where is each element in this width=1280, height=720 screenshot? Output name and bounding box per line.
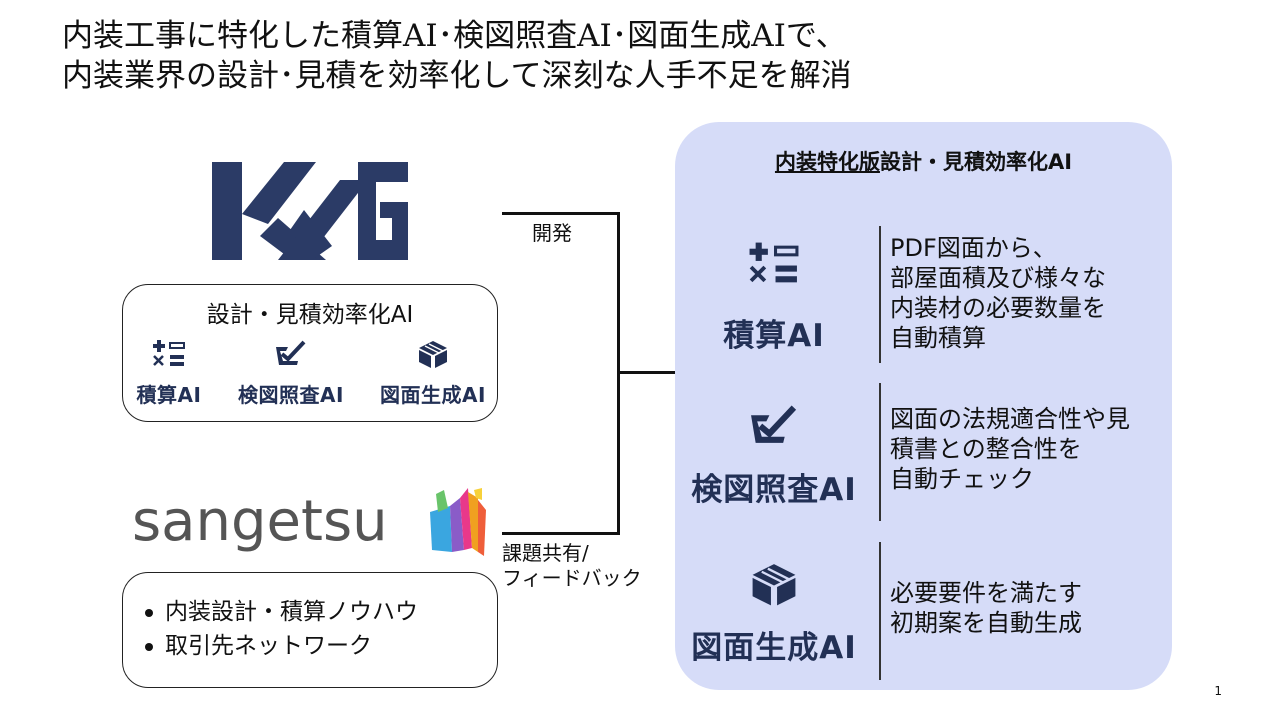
kkg-product-label: 検図照査AI — [238, 383, 344, 407]
kkg-logo — [212, 162, 408, 260]
row-divider — [879, 542, 881, 680]
desc-line: 図面の法規適合性や見 — [890, 405, 1130, 433]
connector-label-develop: 開発 — [532, 221, 572, 245]
cube-icon — [419, 341, 447, 368]
connector-label-feedback-1: 課題共有/ — [502, 541, 589, 565]
panel-row-label: 検図照査AI — [691, 472, 857, 508]
page-number: 1 — [1214, 684, 1222, 698]
panel-title-underlined: 内装特化版 — [774, 150, 880, 174]
panel-title: 内装特化版設計・見積効率化AI — [675, 146, 1172, 176]
check-box-icon — [276, 340, 306, 365]
desc-line: 部屋面積及び様々な — [890, 264, 1106, 292]
row-divider — [879, 383, 881, 521]
sangetsu-bullet-list: 内装設計・積算ノウハウ 取引先ネットワーク — [137, 595, 418, 663]
calculator-icon — [749, 242, 799, 283]
desc-line: 積書との整合性を — [890, 435, 1082, 463]
desc-line: 初期案を自動生成 — [890, 609, 1082, 637]
panel-row-desc-checking: 図面の法規適合性や見 積書との整合性を 自動チェック — [890, 404, 1130, 494]
panel-title-rest: 設計・見積効率化AI — [879, 150, 1073, 174]
cube-icon — [752, 564, 796, 606]
kkg-product-label: 積算AI — [136, 383, 202, 407]
kkg-product-estimation: 積算AI — [129, 339, 209, 408]
panel-row-label: 積算AI — [723, 318, 825, 354]
title-line-2: 内装業界の設計･見積を効率化して深刻な人手不足を解消 — [62, 58, 852, 94]
list-item: 内装設計・積算ノウハウ — [137, 595, 418, 629]
title-line-1: 内装工事に特化した積算AI･検図照査AI･図面生成AIで、 — [62, 18, 847, 54]
panel-row-checking: 検図照査AI — [684, 402, 864, 509]
kkg-box: 設計・見積効率化AI 積算AI 検図照査AI 図面生成AI — [122, 284, 498, 422]
ai-feature-panel: 内装特化版設計・見積効率化AI — [675, 122, 1172, 690]
desc-line: 内装材の必要数量を — [890, 294, 1106, 322]
check-box-icon — [751, 405, 797, 443]
desc-line: 自動チェック — [890, 465, 1034, 493]
desc-line: 必要要件を満たす — [890, 579, 1082, 607]
kkg-product-label: 図面生成AI — [380, 383, 486, 407]
connector-bottom — [502, 532, 620, 535]
connector-to-panel — [617, 371, 675, 374]
panel-row-estimation: 積算AI — [684, 240, 864, 355]
panel-row-desc-drawing: 必要要件を満たす 初期案を自動生成 — [890, 578, 1082, 638]
kkg-product-checking: 検図照査AI — [223, 339, 359, 408]
sangetsu-box: 内装設計・積算ノウハウ 取引先ネットワーク — [122, 572, 498, 688]
desc-line: PDF図面から、 — [890, 234, 1057, 262]
sangetsu-logo-text: sangetsu — [132, 489, 388, 554]
sangetsu-logo: sangetsu — [132, 488, 486, 556]
row-divider — [879, 226, 881, 363]
panel-row-label: 図面生成AI — [691, 630, 857, 666]
connector-label-feedback-2: フィードバック — [502, 566, 642, 590]
kkg-caption: 設計・見積効率化AI — [206, 302, 414, 328]
desc-line: 自動積算 — [890, 324, 986, 352]
connector-top — [502, 212, 620, 215]
panel-row-desc-estimation: PDF図面から、 部屋面積及び様々な 内装材の必要数量を 自動積算 — [890, 233, 1106, 353]
kkg-product-drawing: 図面生成AI — [371, 339, 495, 408]
sangetsu-book-mark — [430, 488, 486, 556]
list-item: 取引先ネットワーク — [137, 629, 418, 663]
calculator-icon — [153, 340, 185, 366]
panel-row-drawing: 図面生成AI — [684, 560, 864, 667]
